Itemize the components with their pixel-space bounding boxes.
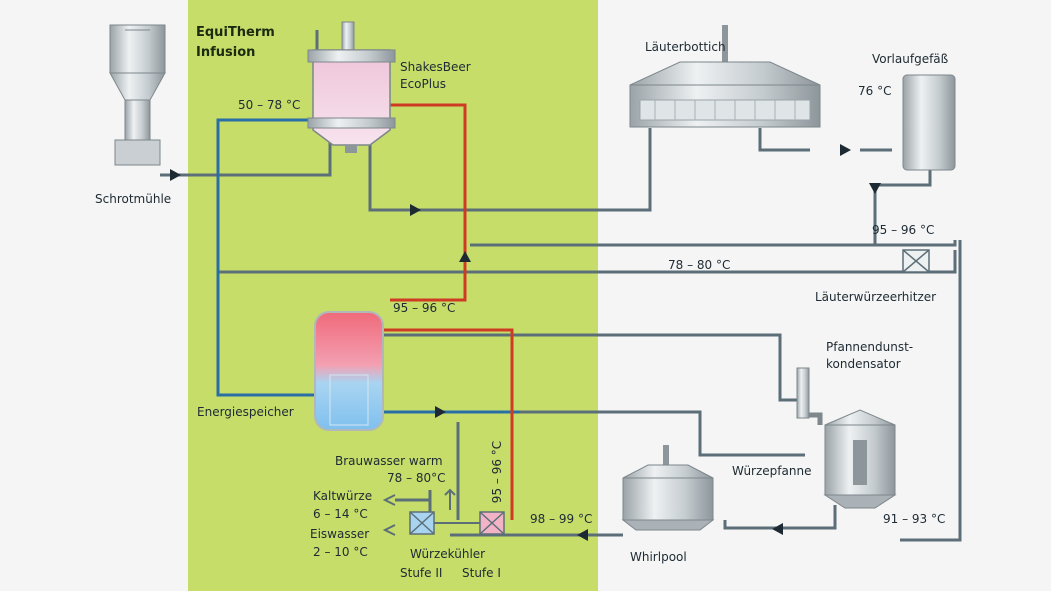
label-wuerzekuehler: Würzekühler	[410, 547, 486, 561]
wuerzepfanne-vessel	[823, 409, 897, 509]
label-temp-mash: 50 – 78 °C	[238, 98, 301, 112]
label-kaltwuerze-temp: 6 – 14 °C	[313, 507, 368, 521]
flow-arrow	[459, 251, 471, 262]
label-whirlpool: Whirlpool	[630, 550, 687, 564]
label-pfannendunst: Pfannendunst-	[826, 340, 914, 354]
label-stufe1: Stufe I	[462, 566, 501, 580]
label-temp-cooler: 95 – 96 °C	[490, 440, 504, 504]
flow-arrow	[840, 144, 851, 156]
blue-pipes	[216, 118, 520, 414]
label-stufe2: Stufe II	[400, 566, 443, 580]
laeuterwuerzeerhitzer-exchanger	[902, 249, 930, 273]
label-laeuterbottich: Läuterbottich	[645, 40, 726, 54]
energiespeicher-tank	[314, 311, 384, 431]
label-brauwasser-temp: 78 – 80°C	[387, 471, 446, 485]
wuerzekuehler-stufe2	[409, 511, 435, 535]
title-line2: Infusion	[196, 45, 256, 60]
vorlaufgefaess-vessel	[902, 74, 956, 171]
label-wuerzepfanne: Würzepfanne	[732, 464, 812, 478]
label-temp-kettle: 91 – 93 °C	[883, 512, 946, 526]
flow-arrow	[577, 529, 588, 541]
flow-arrow	[869, 183, 881, 194]
label-temp-whirl: 98 – 99 °C	[530, 512, 593, 526]
whirlpool-vessel	[621, 445, 715, 531]
label-temp-heater: 95 – 96 °C	[872, 223, 935, 237]
label-laeuterwuerzeerhitzer: Läuterwürzeerhitzer	[815, 290, 937, 304]
label-vorlaufgefaess: Vorlaufgefäß	[872, 52, 949, 66]
pfannendunstkondensator	[796, 367, 823, 425]
label-energiespeicher: Energiespeicher	[197, 405, 294, 419]
outlet-arrows	[382, 488, 456, 536]
label-shakesbeer: ShakesBeer	[400, 60, 471, 74]
infusion-zone	[188, 0, 598, 591]
flow-arrow	[170, 169, 181, 181]
label-kaltwuerze: Kaltwürze	[313, 489, 373, 503]
label-temp-vorlauf: 76 °C	[858, 84, 892, 98]
flow-arrow	[772, 523, 783, 535]
wuerzekuehler-stufe1	[479, 511, 505, 535]
shakesbeer-vessel	[307, 21, 396, 153]
title-line1: EquiTherm	[196, 25, 275, 40]
red-pipes	[383, 103, 514, 520]
schrotmuehle-silo	[109, 24, 166, 166]
label-temp-return: 78 – 80 °C	[668, 258, 731, 272]
label-eiswasser: Eiswasser	[310, 527, 370, 541]
label-schrotmuehle: Schrotmühle	[95, 192, 172, 206]
flow-arrow	[410, 204, 421, 216]
label-brauwasser: Brauwasser warm	[335, 454, 443, 468]
flow-arrows	[170, 144, 881, 541]
flow-arrow	[435, 406, 446, 418]
laeuterbottich-vessel	[629, 25, 821, 128]
label-ecoplus: EcoPlus	[400, 77, 446, 91]
label-temp-storage: 95 – 96 °C	[393, 301, 456, 315]
label-kondensator: kondensator	[826, 357, 901, 371]
label-eiswasser-temp: 2 – 10 °C	[313, 545, 368, 559]
